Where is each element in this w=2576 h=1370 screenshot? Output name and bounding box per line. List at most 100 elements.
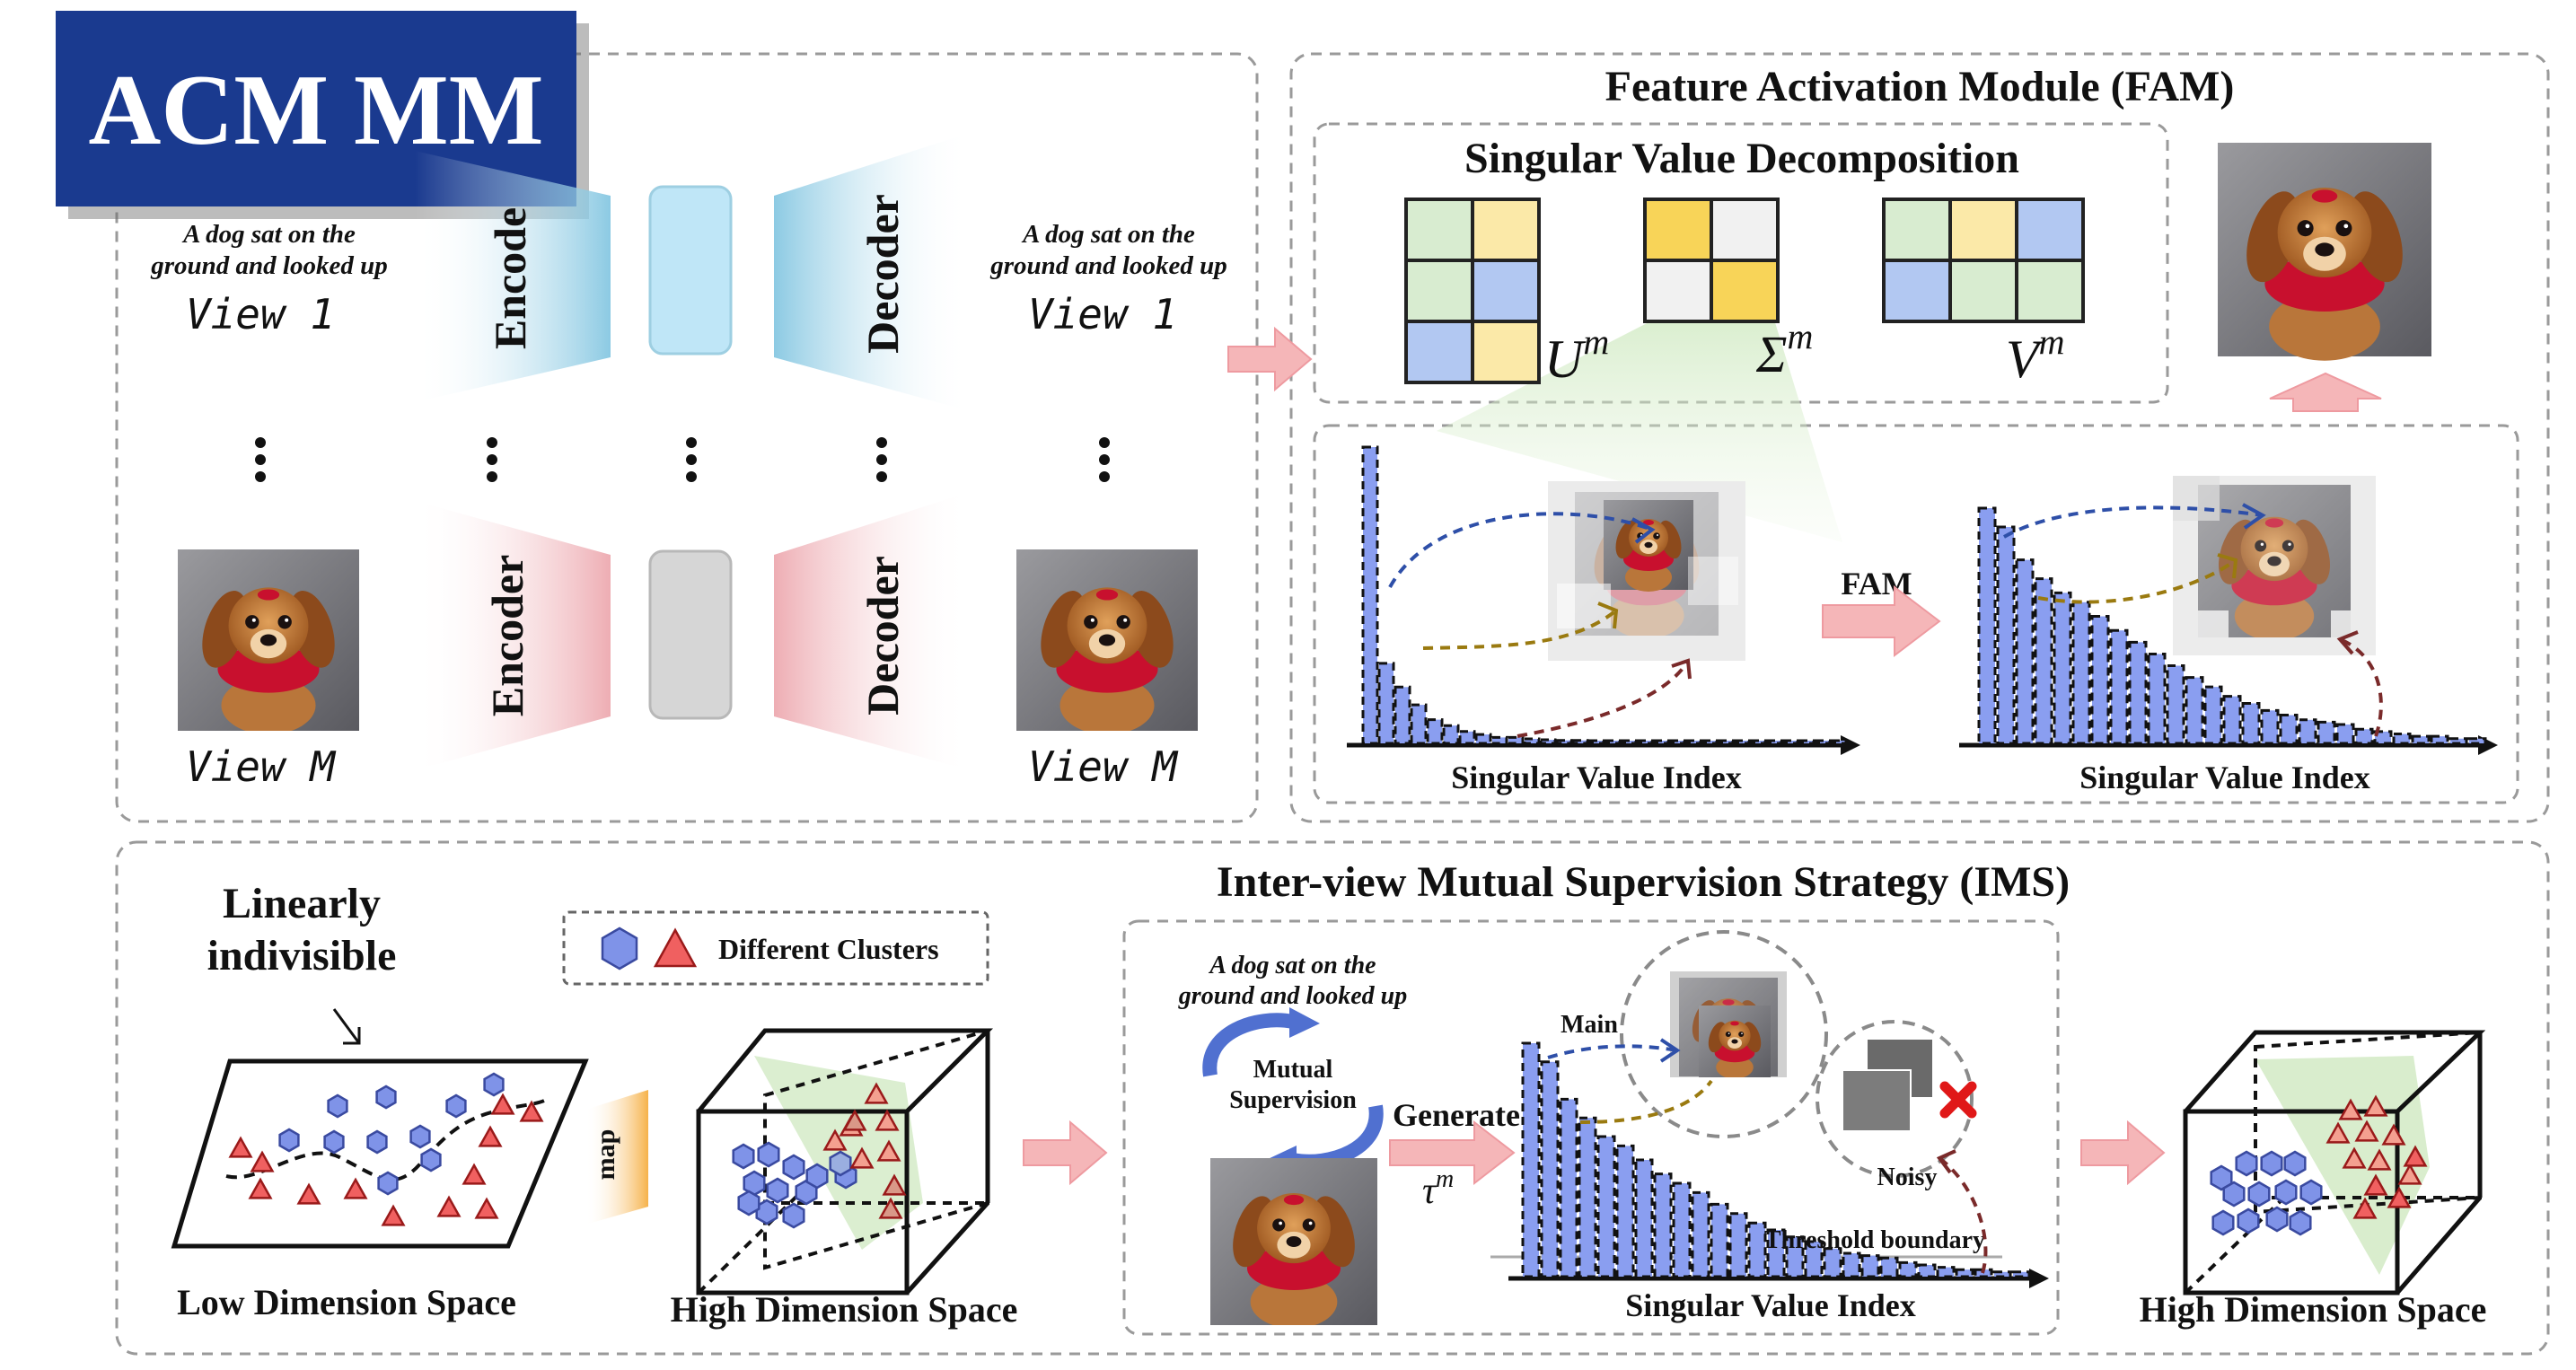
cube-right-red-point-4 <box>2354 1120 2379 1142</box>
low-red-point-9 <box>490 1093 515 1115</box>
main-curve-gold <box>1579 1079 1713 1124</box>
low-blue-point-9 <box>420 1147 442 1172</box>
cube-left-red-point-6 <box>822 1128 848 1151</box>
view-m-label: View M <box>186 742 337 791</box>
cube-left-blue-point-2 <box>757 1141 780 1168</box>
fam-right-bar-15 <box>2241 701 2261 745</box>
u-matrix <box>1404 198 1541 384</box>
ims-bar-17 <box>1823 1247 1842 1278</box>
tau-label: τm <box>1422 1165 1454 1212</box>
fam-right-bar-9 <box>2128 640 2148 745</box>
cube-left-overlap-point-1 <box>829 1150 852 1177</box>
cube-right-blue-point-1 <box>2210 1164 2233 1191</box>
cube-right-blue-point-2 <box>2235 1150 2258 1177</box>
fam-left-bar-19 <box>1652 739 1670 745</box>
decoder-red-label: Decoder <box>857 556 908 716</box>
cube-right-red-point-5 <box>2381 1123 2406 1146</box>
encoder-decoder-pipeline: A dog sat on the ground and looked up Vi… <box>150 133 1227 791</box>
legend-label: Different Clusters <box>718 933 939 965</box>
low-red-point-7 <box>462 1163 487 1185</box>
ims-bar-26 <box>1992 1270 2012 1278</box>
fam-chart-panel-border <box>1313 424 2519 804</box>
cube-right-blue-point-7 <box>2274 1179 2298 1206</box>
ims-bar-3 <box>1559 1097 1578 1278</box>
fam-left-bar-8 <box>1474 733 1492 745</box>
indivisible-label: indivisible <box>207 932 397 979</box>
fam-left-bar-18 <box>1636 739 1654 745</box>
cube-right-blue-point-5 <box>2222 1181 2246 1208</box>
generate-label: Generate <box>1393 1097 1520 1133</box>
acm-mm-badge: ACM MM <box>56 11 589 219</box>
ims-bar-7 <box>1634 1158 1654 1278</box>
high-dim-cube-left <box>696 1028 994 1295</box>
low-blue-point-5 <box>366 1129 388 1155</box>
ims-bar-16 <box>1804 1240 1824 1278</box>
encoder-blue-shape <box>415 151 611 402</box>
fam-right-bar-4 <box>2034 577 2053 745</box>
cluster-legend-border <box>562 910 989 986</box>
low-red-point-2 <box>248 1177 273 1199</box>
linearly-pointer-head <box>343 1027 361 1045</box>
mutual-label: Mutual <box>1253 1056 1333 1084</box>
ims-chart-bars <box>1521 1041 2031 1278</box>
cube-left-points <box>732 1082 907 1229</box>
v-label: Vm <box>2006 321 2065 389</box>
fam-left-bar-20 <box>1668 739 1686 745</box>
ims-panel-border <box>115 840 2550 1356</box>
cube-right-bottom-edge <box>2396 1196 2482 1295</box>
ims-bar-1 <box>1521 1041 1541 1278</box>
noisy-curve-head <box>1936 1149 1956 1174</box>
fam-chart-left-bars <box>1361 445 1848 745</box>
fam-panel-border <box>1289 52 2550 823</box>
low-dim-label: Low Dimension Space <box>177 1282 516 1322</box>
fam-right-bar-8 <box>2109 628 2129 745</box>
dog-photo-fam-output <box>2218 143 2431 361</box>
view1-right-label: View 1 <box>1028 290 1177 338</box>
cube-left-blue-point-11 <box>737 1190 760 1216</box>
fam-left-bar-9 <box>1490 735 1508 745</box>
fam-right-curves <box>2003 505 2383 737</box>
v-matrix <box>1882 198 2085 323</box>
cube-right-blue-point-3 <box>2260 1150 2283 1177</box>
fam-right-bar-7 <box>2090 615 2110 745</box>
patchy-dog-left <box>1548 481 1745 661</box>
low-red-point-6 <box>436 1195 462 1217</box>
low-red-point-4 <box>343 1177 368 1199</box>
fam-right-bar-16 <box>2260 708 2280 745</box>
ims-bar-18 <box>1842 1251 1861 1278</box>
ims-bar-13 <box>1747 1221 1767 1278</box>
fam-chart-right: Singular Value Index <box>1959 506 2498 795</box>
ims-bar-11 <box>1710 1202 1729 1278</box>
fam-left-bar-14 <box>1571 739 1589 745</box>
low-red-point-11 <box>474 1197 499 1219</box>
fam-left-curves <box>1388 512 1690 738</box>
cube-right-red-point-7 <box>2367 1148 2392 1171</box>
fam-chart-left-axis-arrowhead <box>1841 735 1860 755</box>
fam-left-bar-24 <box>1733 739 1751 745</box>
cube-left-red-point-1 <box>864 1082 889 1104</box>
low-blue-point-8 <box>377 1171 399 1196</box>
main-label: Main <box>1561 1011 1618 1039</box>
cube-right-points <box>2210 1094 2428 1236</box>
cube-left-red-point-2 <box>875 1109 900 1131</box>
fam-left-bar-12 <box>1539 738 1557 745</box>
fam-right-bar-17 <box>2279 714 2299 745</box>
top-left-panel-border <box>115 52 1259 823</box>
encoder-red-label: Encoder <box>482 555 532 717</box>
cube-right-blue-point-4 <box>2283 1150 2307 1177</box>
cube-right-red-point-11 <box>2387 1186 2412 1208</box>
low-blue-point-3 <box>278 1128 300 1153</box>
main-curve-head <box>1659 1038 1681 1063</box>
cube-right-red-point-6 <box>2342 1146 2367 1169</box>
low-blue-point-2 <box>375 1085 397 1110</box>
ims-bar-20 <box>1879 1256 1899 1278</box>
ims-bar-6 <box>1615 1144 1635 1278</box>
cube-left-blue-point-9 <box>805 1163 829 1190</box>
svd-title: Singular Value Decomposition <box>1464 135 2019 182</box>
cube-left-red-point-5 <box>849 1146 875 1169</box>
fam-left-bar-1 <box>1361 445 1379 745</box>
low-dimension-plane <box>171 1058 589 1249</box>
ims-chart-axis-arrowhead <box>2029 1269 2049 1288</box>
fam-chart-right-bars <box>1977 506 2487 745</box>
